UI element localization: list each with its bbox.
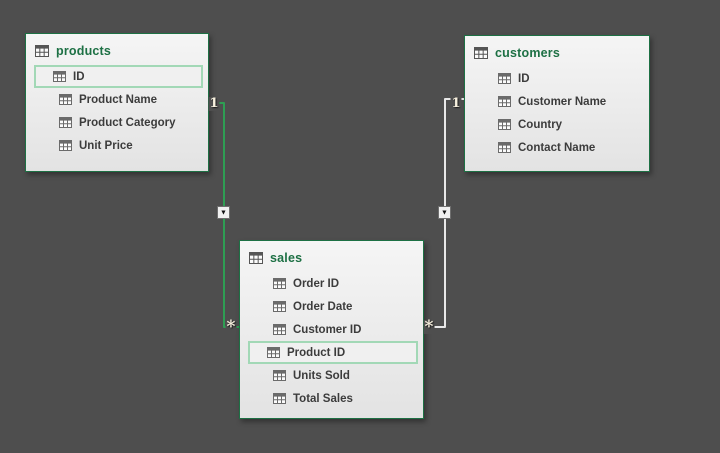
field-products-unit-price[interactable]: Unit Price [36,134,203,157]
filter-direction-arrow-customers-sales[interactable]: ▼ [438,206,451,219]
field-customers-contact-name[interactable]: Contact Name [475,136,644,159]
field-label: Order Date [293,300,353,313]
field-label: Product Category [79,116,176,129]
field-customers-country[interactable]: Country [475,113,644,136]
field-label: Units Sold [293,369,350,382]
field-sales-total-sales[interactable]: Total Sales [250,387,418,410]
field-sales-product-id[interactable]: Product ID [248,341,418,364]
filter-arrow-down-icon: ▼ [220,209,227,217]
table-grid-icon [498,119,511,130]
field-sales-order-id[interactable]: Order ID [250,272,418,295]
table-grid-icon [53,71,66,82]
table-name: sales [270,250,303,265]
table-grid-icon [35,44,49,57]
field-label: Product ID [287,346,346,359]
table-grid-icon [498,142,511,153]
field-label: Contact Name [518,141,596,154]
field-label: Order ID [293,277,340,290]
table-grid-icon [59,117,72,128]
field-sales-units-sold[interactable]: Units Sold [250,364,418,387]
table-header-customers[interactable]: customers [465,36,649,67]
field-label: Customer Name [518,95,607,108]
table-grid-icon [273,370,286,381]
field-customers-customer-name[interactable]: Customer Name [475,90,644,113]
field-label: ID [518,72,530,85]
table-grid-icon [267,347,280,358]
field-sales-order-date[interactable]: Order Date [250,295,418,318]
field-sales-customer-id[interactable]: Customer ID [250,318,418,341]
field-label: Product Name [79,93,157,106]
table-grid-icon [249,251,263,264]
table-header-products[interactable]: products [26,34,208,65]
field-label: Customer ID [293,323,362,336]
table-grid-icon [273,324,286,335]
table-name: products [56,43,112,58]
field-customers-id[interactable]: ID [475,67,644,90]
filter-arrow-down-icon: ▼ [441,209,448,217]
field-label: ID [73,70,85,83]
filter-direction-arrow-products-sales[interactable]: ▼ [217,206,230,219]
table-grid-icon [59,140,72,151]
field-products-product-category[interactable]: Product Category [36,111,203,134]
table-name: customers [495,45,561,60]
field-label: Country [518,118,563,131]
field-label: Unit Price [79,139,133,152]
field-products-product-name[interactable]: Product Name [36,88,203,111]
table-header-sales[interactable]: sales [240,241,423,272]
table-grid-icon [59,94,72,105]
field-label: Total Sales [293,392,353,405]
table-grid-icon [474,46,488,59]
table-grid-icon [273,393,286,404]
table-grid-icon [498,73,511,84]
table-grid-icon [498,96,511,107]
field-products-id[interactable]: ID [34,65,203,88]
table-grid-icon [273,278,286,289]
table-grid-icon [273,301,286,312]
